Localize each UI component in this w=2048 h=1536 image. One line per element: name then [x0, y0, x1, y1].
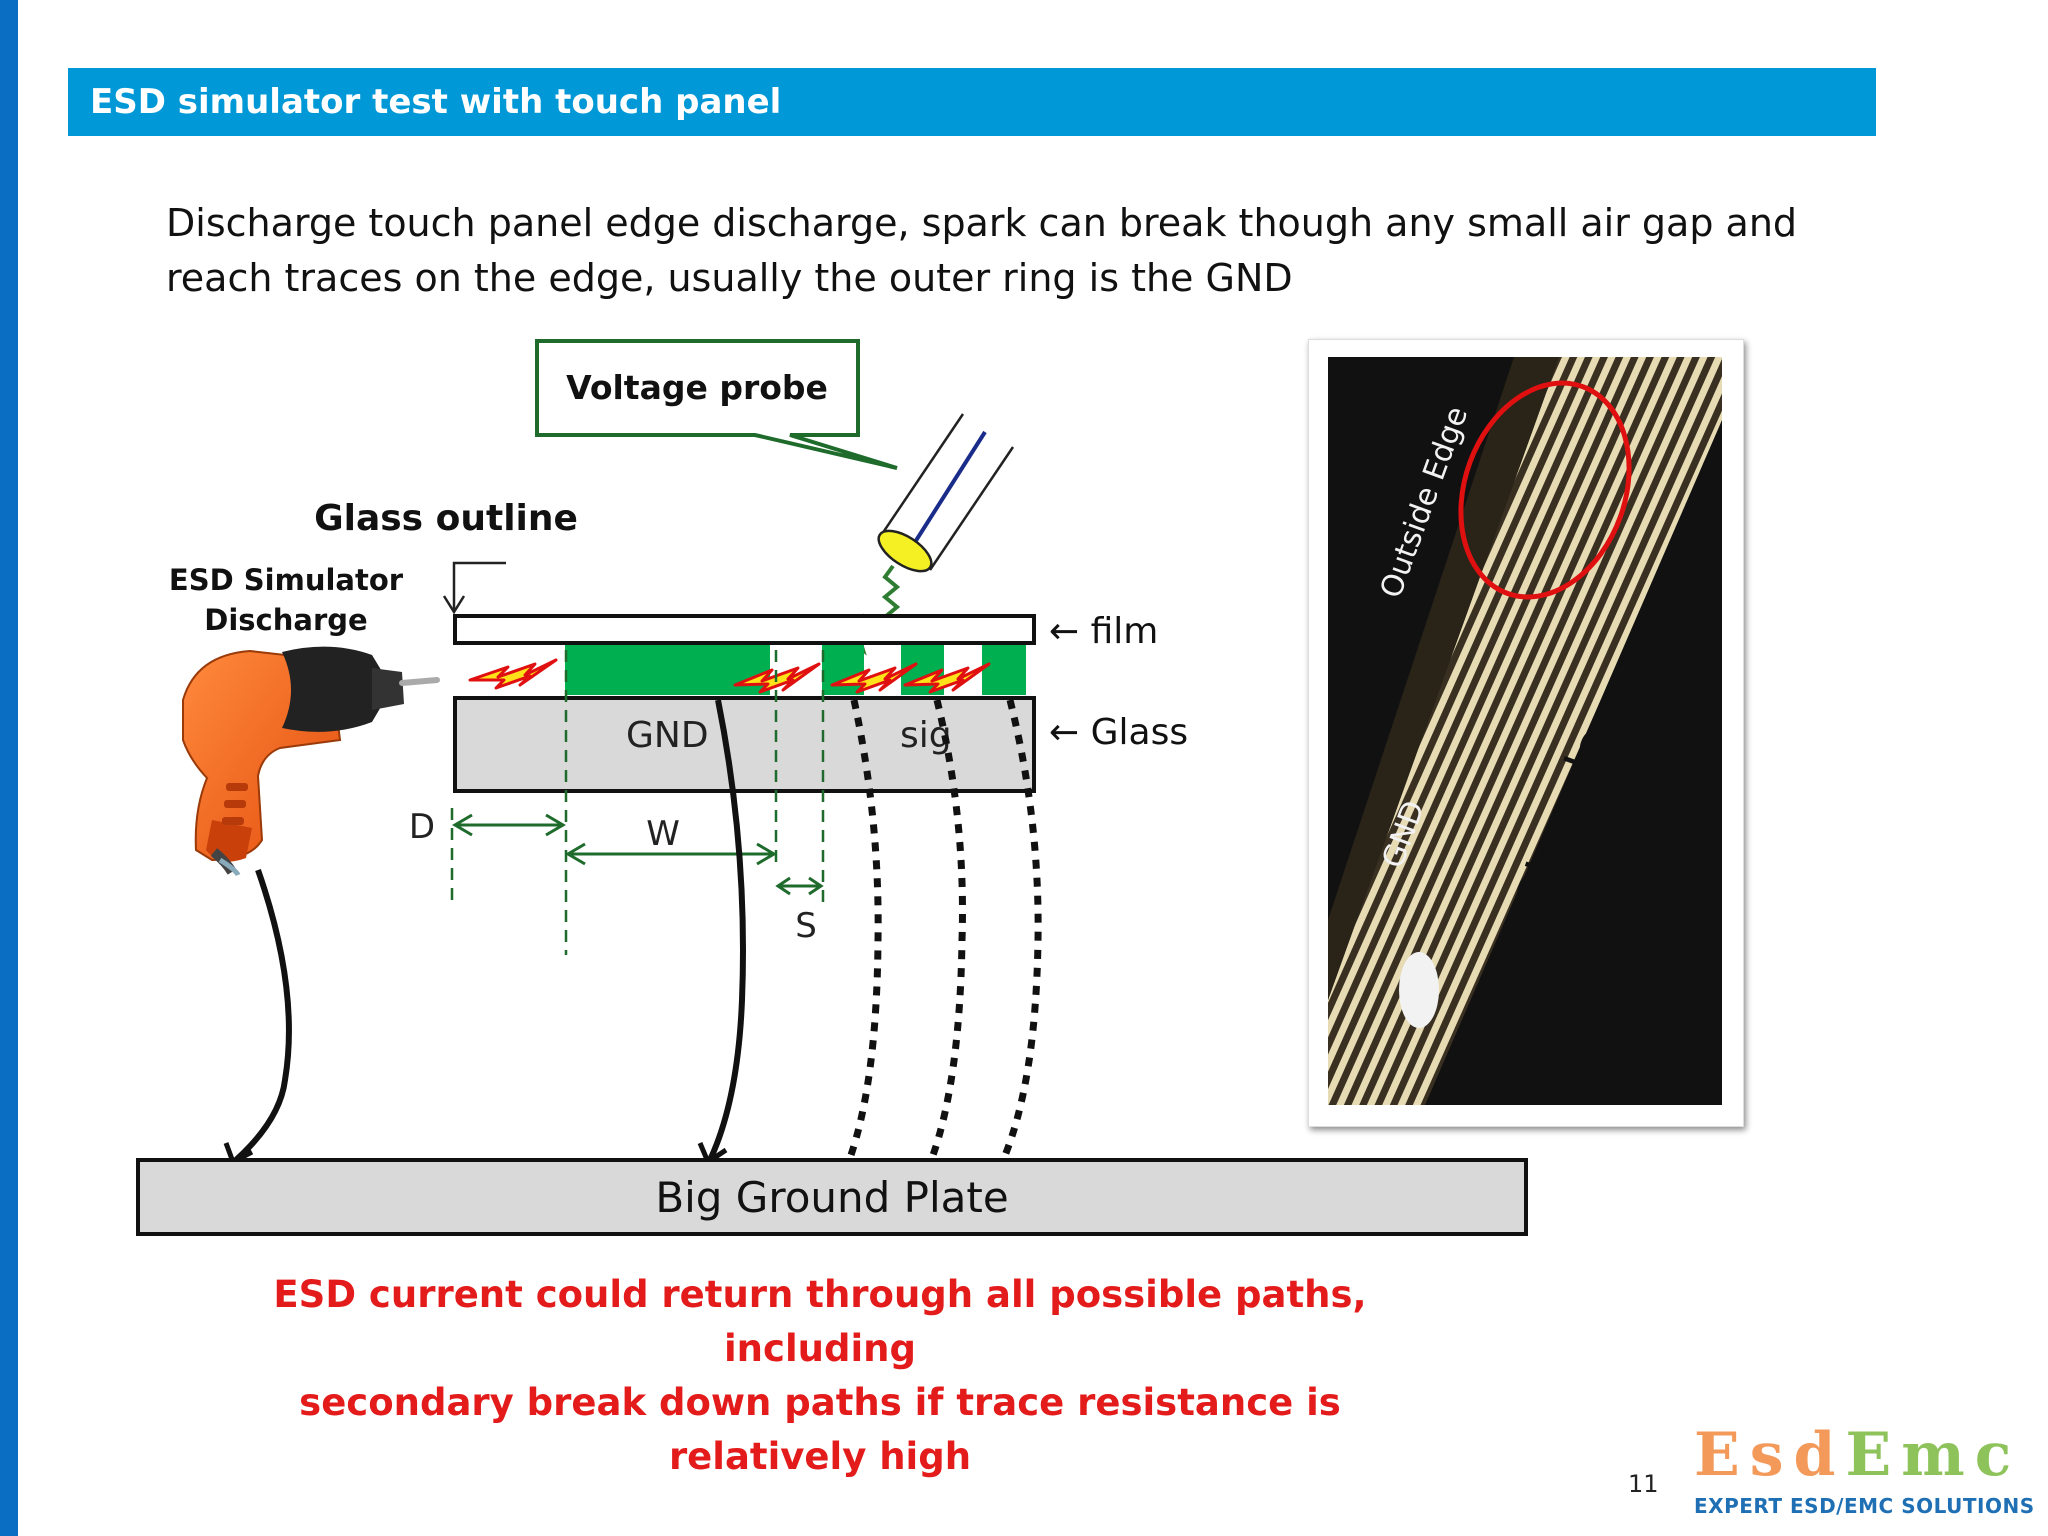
conclusion-line-2: secondary break down paths if trace resi…: [299, 1381, 1341, 1478]
slide-title: ESD simulator test with touch panel: [90, 82, 782, 122]
film-layer: [453, 614, 1036, 645]
trace-photo-image: Outside Edge GND Signals: [1328, 357, 1722, 1105]
dim-s-label: S: [795, 906, 817, 946]
esd-label-line-2: Discharge: [204, 603, 367, 637]
logo-part-2: Emc: [1845, 1420, 2022, 1490]
dim-d-label: D: [409, 807, 435, 847]
esd-gun-icon: [182, 646, 440, 877]
logo-tagline: EXPERT ESD/EMC SOLUTIONS: [1694, 1494, 2035, 1518]
glass-layer: [453, 696, 1036, 793]
intro-text: Discharge touch panel edge discharge, sp…: [166, 196, 1798, 306]
ground-plate-label: Big Ground Plate: [655, 1173, 1008, 1222]
conclusion-line-1: ESD current could return through all pos…: [273, 1273, 1367, 1370]
ground-plate: [136, 1158, 1528, 1236]
esd-label-line-1: ESD Simulator: [169, 563, 404, 597]
dim-w-label: W: [646, 814, 680, 854]
left-accent-bar: [0, 0, 18, 1536]
film-label: ← film: [1049, 611, 1158, 652]
glass-label: ← Glass: [1049, 712, 1188, 753]
callout-label: Voltage probe: [566, 368, 828, 407]
intro-line-2: reach traces on the edge, usually the ou…: [166, 256, 1293, 300]
glass-outline-pointer: [442, 561, 506, 615]
conclusion-text: ESD current could return through all pos…: [200, 1268, 1440, 1484]
intro-line-1: Discharge touch panel edge discharge, sp…: [166, 201, 1798, 245]
page-number: 11: [1628, 1470, 1659, 1498]
voltage-probe-callout: Voltage probe: [535, 339, 898, 470]
title-band: ESD simulator test with touch panel: [68, 68, 1876, 136]
secondary-return-paths: [846, 699, 1042, 1160]
green-traces: [565, 645, 1026, 695]
dimension-guides: [450, 650, 825, 955]
glass-outline-label: Glass outline: [314, 498, 578, 539]
signal-trace-stripes: [1328, 357, 1722, 1105]
logo-wordmark: EsdEmc: [1694, 1420, 2021, 1490]
esdemc-logo: EsdEmc EXPERT ESD/EMC SOLUTIONS: [1694, 1420, 2034, 1528]
logo-part-1: Esd: [1694, 1420, 1846, 1490]
gnd-label: GND: [626, 715, 709, 756]
highlight-circle: [1458, 380, 1632, 600]
dimension-arrows: [452, 813, 824, 896]
trace-photo: Outside Edge GND Signals: [1308, 339, 1744, 1127]
